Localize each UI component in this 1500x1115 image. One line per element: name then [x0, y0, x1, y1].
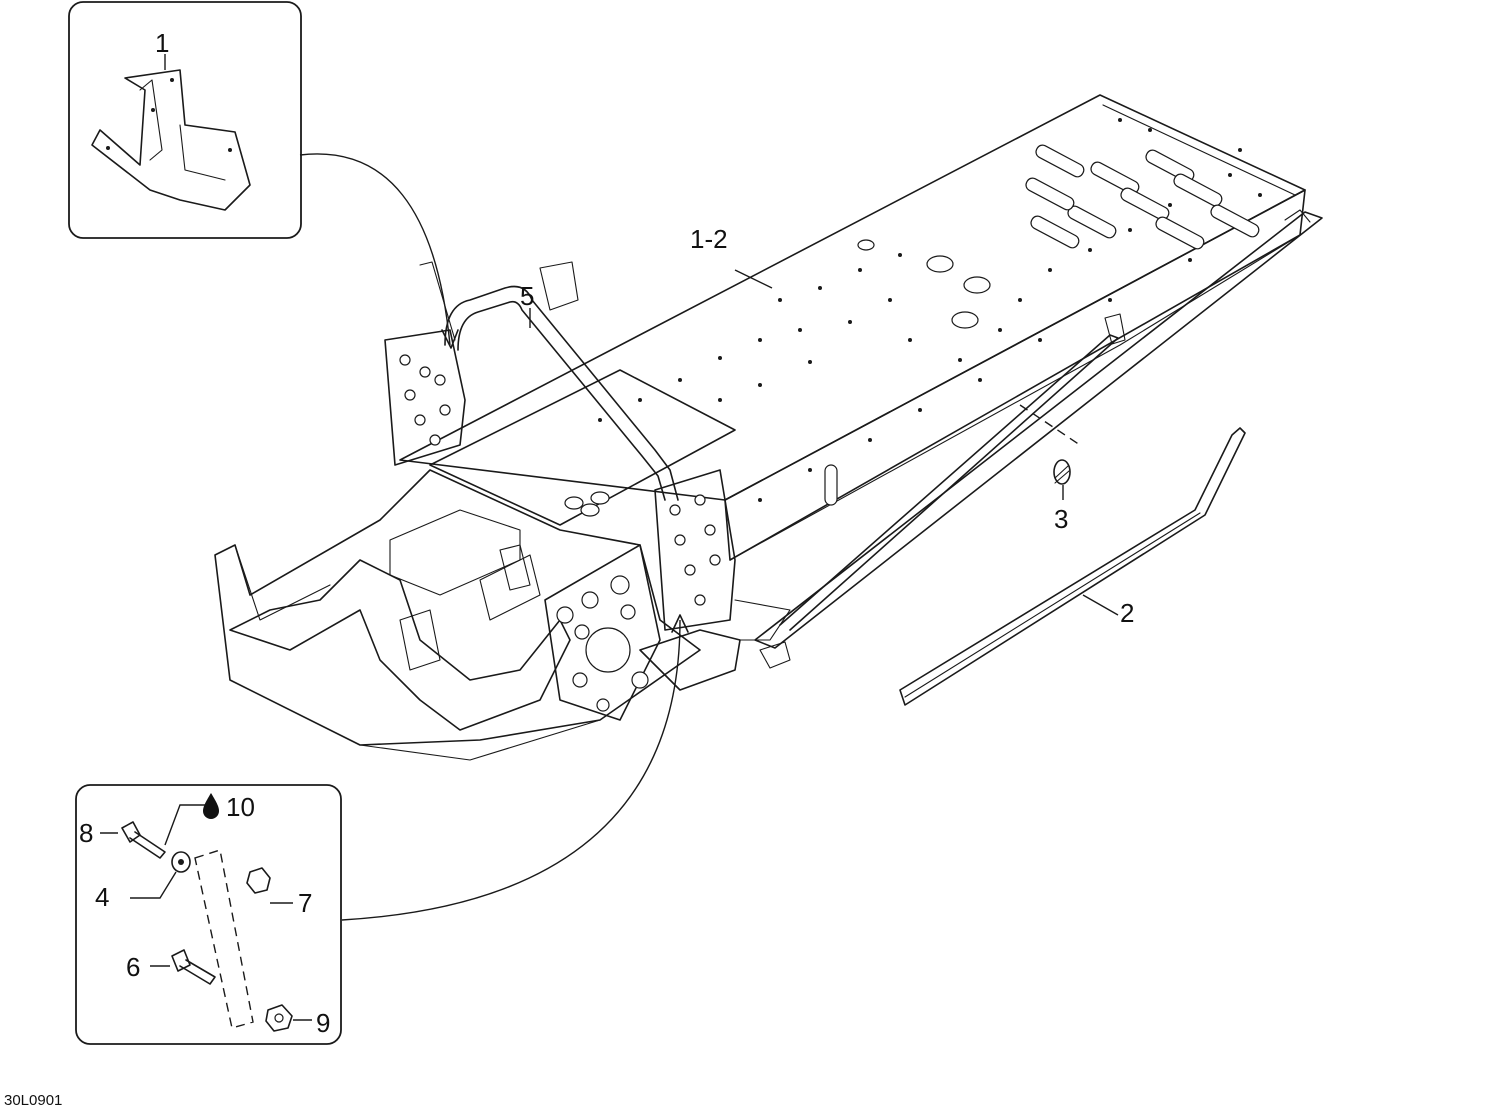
callout-5: 5 [520, 281, 534, 311]
callout-3: 3 [1054, 504, 1068, 534]
callout-7: 7 [298, 888, 312, 918]
arrow-head-top [441, 329, 459, 349]
plug-part [1019, 404, 1081, 485]
detail-box-bracket [68, 1, 302, 239]
front-frame [214, 329, 791, 761]
droplet-icon [203, 793, 219, 819]
callout-1-2: 1-2 [690, 224, 728, 254]
detail-box-hardware [75, 784, 342, 1045]
callout-1: 1 [155, 28, 169, 58]
callout-4: 4 [95, 882, 109, 912]
detail-arrow-bottom [341, 619, 681, 921]
main-leaders [164, 54, 1119, 616]
side-strut [759, 313, 1126, 669]
callout-9: 9 [316, 1008, 330, 1038]
detail-arrow-top [299, 153, 451, 346]
arrow-head-bottom [671, 614, 689, 633]
callout-6: 6 [126, 952, 140, 982]
callout-8: 8 [79, 818, 93, 848]
drawing-code: 30L0901 [4, 1092, 63, 1109]
running-board-rail [899, 427, 1246, 706]
steering-support-bar [419, 261, 679, 501]
callout-2: 2 [1120, 598, 1134, 628]
callout-10: 10 [226, 792, 255, 822]
tunnel-assembly [399, 94, 1323, 649]
